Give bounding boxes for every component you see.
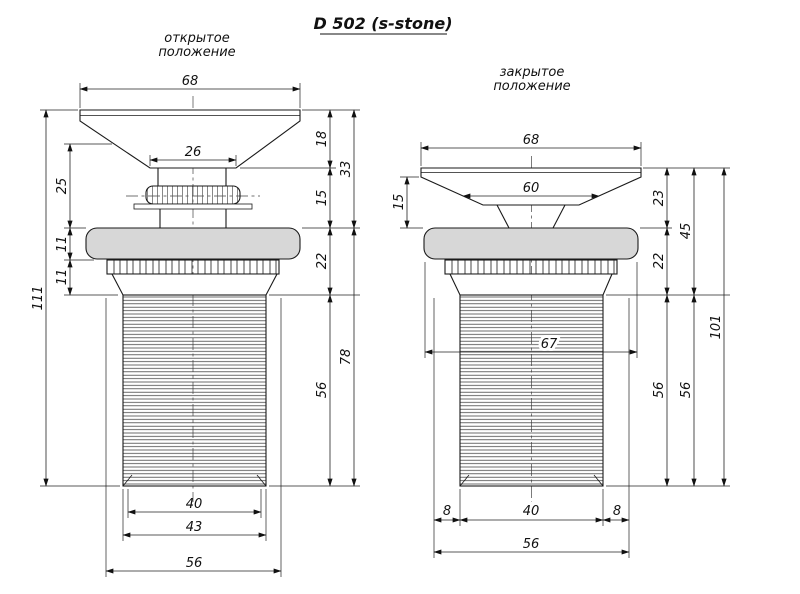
left-lower-collar [111,273,278,296]
right-threaded-pipe [459,294,604,487]
left-dim-cap-to-flange: 25 [55,178,70,195]
left-neck [159,209,227,228]
drawing-title: D 502 (s-stone) [313,14,452,33]
right-view-closed-position: 68 60 15 67 23 22 56 45 56 101 8 40 8 56 [392,133,730,558]
right-pipe-chamfers [459,474,604,487]
left-dim-stem-height: 15 [315,190,330,207]
right-ext-flange-diameter [424,262,638,358]
right-dim-thread-length-b: 56 [679,382,694,399]
left-dim-thread-outer: 43 [186,520,203,535]
closed-position-label-line1: закрытое [500,65,565,80]
left-dim-cap-height: 18 [315,131,330,148]
left-dim-flange-lower: 11 [55,269,70,286]
closed-position-label-line2: положение [493,79,570,94]
right-dim-total-height: 101 [709,315,724,340]
right-ext-right-column [606,167,730,487]
left-dim-stem-width: 26 [185,145,202,160]
right-dim-upper-total: 45 [679,223,694,240]
left-ext-bottom [105,298,282,577]
right-dim-offset-right: 8 [613,504,621,519]
left-dim-collar-height: 22 [315,253,330,270]
right-ext-bottom [433,298,630,558]
right-dim-thread-width: 40 [523,504,540,519]
right-neck [496,204,566,229]
right-dim-thread-length-a: 56 [652,382,667,399]
right-dim-cap-lower-width: 60 [523,181,540,196]
left-cap-outline [79,109,301,169]
left-knurled-ring [145,185,241,205]
right-dim-flange-diameter: 67 [541,337,558,352]
left-dim-thread-length: 56 [315,382,330,399]
left-dim-bottom-width: 56 [186,556,203,571]
open-position-label-line2: положение [158,45,235,60]
left-dim-upper-total: 33 [339,161,354,178]
right-lower-collar [449,273,613,296]
left-ext-left-column [64,143,118,296]
left-pipe-chamfers [122,474,267,487]
left-dim-top-width: 68 [182,74,199,89]
right-dim-collar-height: 22 [652,253,667,270]
left-ext-total-height [40,109,120,487]
right-dim-bottom-width: 56 [523,537,540,552]
open-position-label-line1: открытое [164,31,229,46]
left-threaded-pipe [122,294,267,487]
left-dim-flange-upper: 11 [55,236,70,253]
left-base-plate [133,203,253,210]
left-dim-lower-total: 78 [339,349,354,366]
right-flange [423,227,639,260]
right-dim-top-width: 68 [523,133,540,148]
right-toothed-collar [444,259,618,275]
right-dim-offset-left: 8 [443,504,451,519]
left-dim-thread-inner: 40 [186,497,203,512]
left-view-open-position: 68 26 25 11 11 111 18 15 22 56 33 78 40 … [31,74,360,577]
right-dim-cap-side: 15 [392,194,407,211]
left-toothed-collar [106,259,280,275]
right-dim-cap-to-flange: 23 [652,190,667,207]
left-stem [157,168,227,186]
left-dim-total-height: 111 [31,286,46,311]
left-flange [85,227,301,260]
